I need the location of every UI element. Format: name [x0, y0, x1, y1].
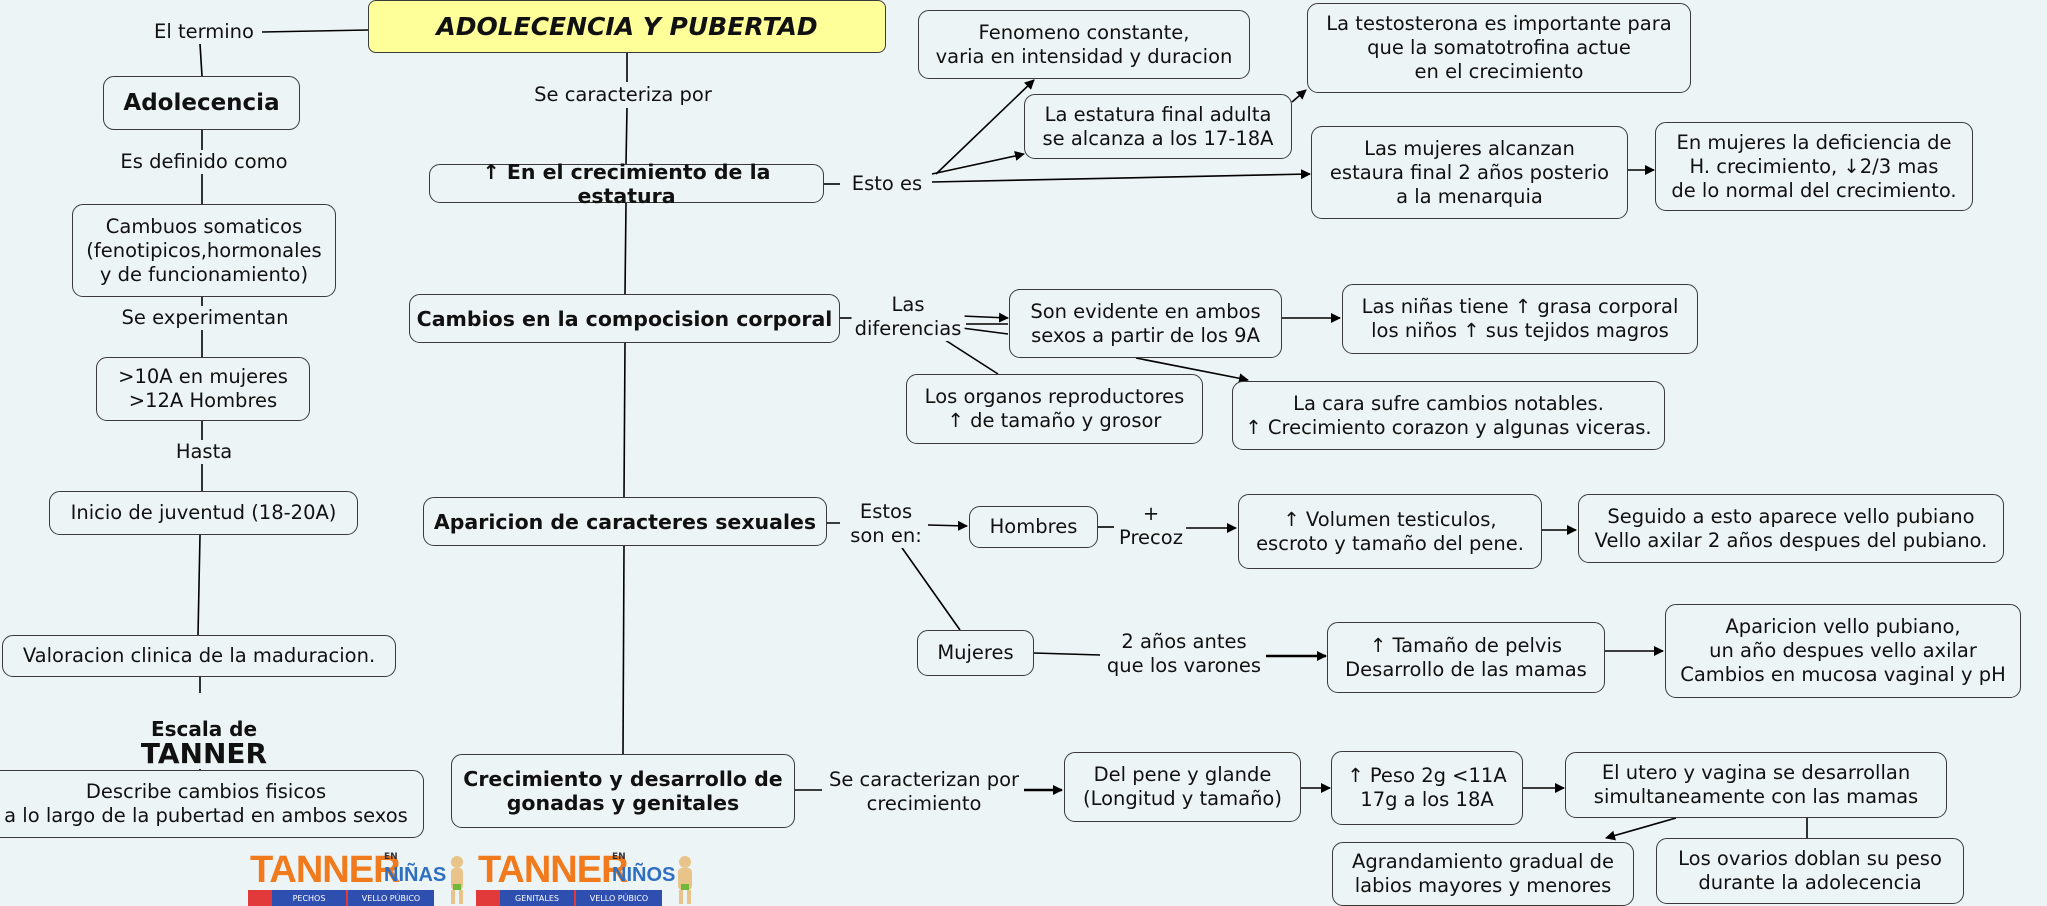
link-se-experimentan: Se experimentan	[118, 306, 292, 330]
link-se-caracteriza: Se caracteriza por	[531, 83, 715, 107]
tanner-ninas-word: TANNER	[250, 850, 401, 891]
tanner-ninos-en: EN	[612, 852, 626, 862]
tanner-ninos-word: TANNER	[478, 850, 629, 891]
vello-mujeres-node: Aparicion vello pubiano, un año despues …	[1665, 604, 2021, 698]
link-hasta: Hasta	[172, 440, 236, 464]
escala-name: TANNER	[140, 737, 268, 770]
tanner-ninas-en: EN	[384, 852, 398, 862]
strip-cell	[248, 890, 270, 906]
diagram-title: ADOLECENCIA Y PUBERTAD	[368, 0, 886, 53]
tanner-ninas-strip: PECHOS VELLO PÚBICO	[248, 890, 438, 906]
grasa-node: Las niñas tiene ↑ grasa corporal los niñ…	[1342, 284, 1698, 354]
escala-tanner-label: Escala de TANNER	[137, 693, 271, 770]
edad-inicio-node: >10A en mujeres >12A Hombres	[96, 357, 310, 421]
figure-icon	[678, 856, 692, 904]
strip-cell: PECHOS	[270, 890, 346, 906]
link-es-definido: Es definido como	[117, 150, 291, 174]
tanner-ninos-strip: GENITALES VELLO PÚBICO	[476, 890, 666, 906]
deficiencia-node: En mujeres la deficiencia de H. crecimie…	[1655, 122, 1973, 211]
hombres-node: Hombres	[969, 506, 1098, 548]
tanner-ninas-gender: NIÑAS	[384, 864, 447, 886]
pene-node: Del pene y glande (Longitud y tamaño)	[1064, 752, 1301, 822]
link-se-caracterizan: Se caracterizan por crecimiento	[825, 768, 1023, 816]
caracteres-node: Aparicion de caracteres sexuales	[423, 497, 827, 546]
strip-cell: VELLO PÚBICO	[346, 890, 434, 906]
gonadas-node: Crecimiento y desarrollo de gonadas y ge…	[451, 754, 795, 828]
testosterona-node: La testosterona es importante para que l…	[1307, 3, 1691, 93]
cambios-somaticos-node: Cambuos somaticos (fenotipicos,hormonale…	[72, 204, 336, 297]
tanner-ninos-thumbnail: TANNER EN NIÑOS GENITALES VELLO PÚBICO	[476, 850, 704, 906]
link-esto-es: Esto es	[848, 172, 926, 196]
inicio-juventud-node: Inicio de juventud (18-20A)	[49, 491, 358, 535]
vello-hombres-node: Seguido a esto aparece vello pubiano Vel…	[1578, 494, 2004, 563]
escala-prefix: Escala de	[150, 717, 258, 741]
labios-node: Agrandamiento gradual de labios mayores …	[1332, 842, 1634, 906]
strip-cell	[476, 890, 498, 906]
strip-cell: GENITALES	[498, 890, 574, 906]
strip-cell: VELLO PÚBICO	[574, 890, 662, 906]
pelvis-node: ↑ Tamaño de pelvis Desarrollo de las mam…	[1327, 622, 1605, 693]
link-2-anos: 2 años antes que los varones	[1103, 630, 1265, 678]
describe-node: Describe cambios fisicos a lo largo de l…	[0, 770, 424, 838]
link-precoz: + Precoz	[1116, 502, 1186, 550]
volumen-node: ↑ Volumen testiculos, escroto y tamaño d…	[1238, 494, 1542, 569]
evidente-node: Son evidente en ambos sexos a partir de …	[1009, 289, 1282, 358]
utero-node: El utero y vagina se desarrollan simulta…	[1565, 752, 1947, 818]
estatura-node: ↑ En el crecimiento de la estatura	[429, 160, 824, 208]
tanner-ninos-gender: NIÑOS	[612, 864, 676, 886]
adolecencia-node: Adolecencia	[103, 76, 300, 130]
figure-icon	[451, 856, 463, 904]
link-diferencias: Las diferencias	[851, 293, 965, 341]
link-el-termino: El termino	[151, 20, 257, 44]
ovarios-node: Los ovarios doblan su peso durante la ad…	[1656, 838, 1964, 904]
fenomeno-node: Fenomeno constante, varia en intensidad …	[918, 10, 1250, 79]
peso-node: ↑ Peso 2g <11A 17g a los 18A	[1331, 751, 1523, 825]
valoracion-node: Valoracion clinica de la maduracion.	[2, 635, 396, 677]
mujeres-node: Mujeres	[917, 630, 1034, 676]
composicion-node: Cambios en la compocision corporal	[409, 294, 840, 343]
cara-node: La cara sufre cambios notables. ↑ Crecim…	[1232, 381, 1665, 450]
organos-node: Los organos reproductores ↑ de tamaño y …	[906, 374, 1203, 444]
link-estos-son: Estos son en:	[847, 500, 925, 548]
mujeres-estatura-node: Las mujeres alcanzan estaura final 2 año…	[1311, 126, 1628, 219]
estatura-final-node: La estatura final adulta se alcanza a lo…	[1024, 94, 1292, 159]
tanner-ninas-thumbnail: TANNER EN NIÑAS PECHOS VELLO PÚBICO	[248, 850, 476, 906]
